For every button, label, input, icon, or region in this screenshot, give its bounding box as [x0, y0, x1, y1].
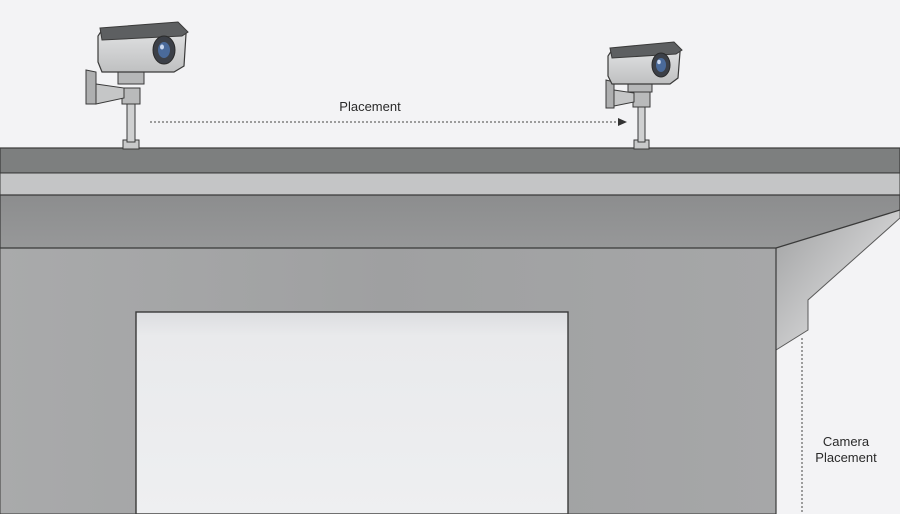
- horizontal-placement-label: Placement: [339, 99, 401, 114]
- vertical-placement-label: Camera Placement: [796, 434, 896, 466]
- fascia: [0, 172, 900, 196]
- vertical-label-line-1: Camera: [822, 434, 870, 449]
- dimension-arrowhead: [618, 118, 627, 126]
- left-security-camera: [85, 21, 189, 150]
- garage-door: [135, 311, 569, 514]
- right-security-camera: [605, 41, 683, 150]
- soffit: [0, 194, 900, 249]
- vertical-label-line-2: Placement: [815, 450, 877, 465]
- roof-slab: [0, 147, 900, 174]
